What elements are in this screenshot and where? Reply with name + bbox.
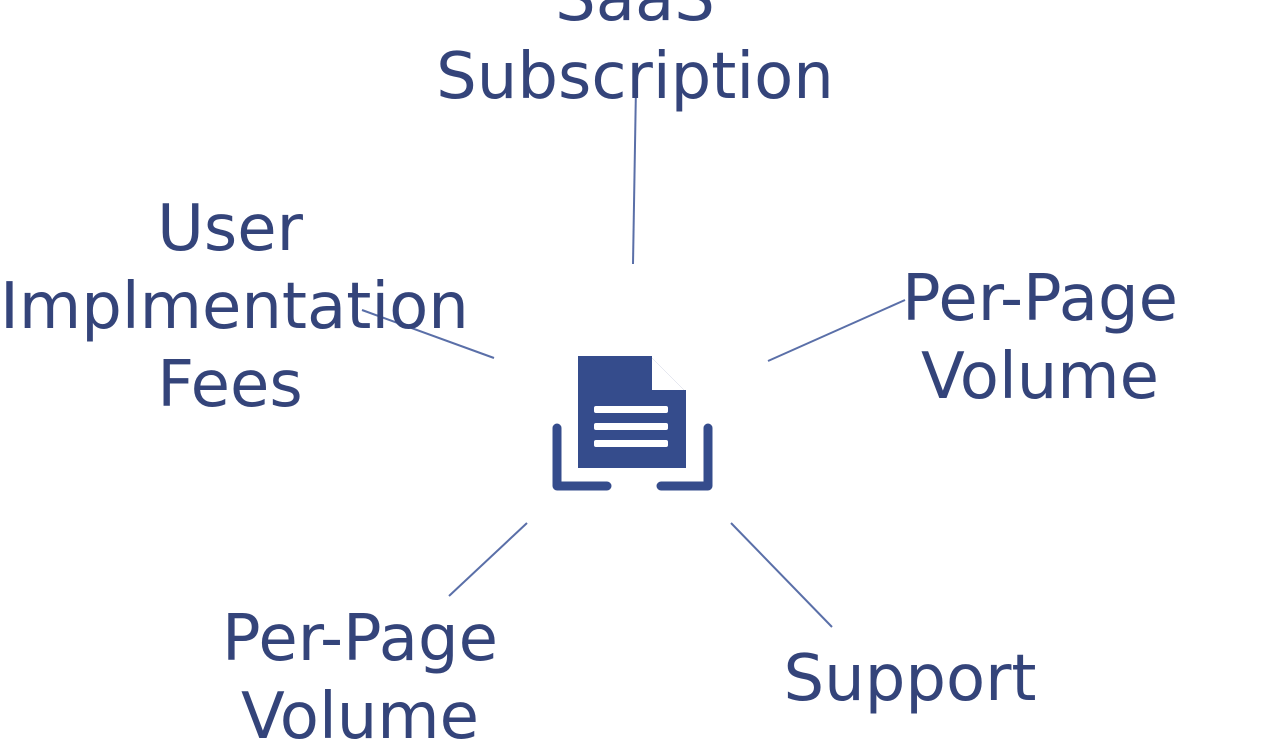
node-user-line-1: User bbox=[157, 192, 303, 266]
node-ppv-right-line-2: Volume bbox=[920, 340, 1160, 415]
node-per-page-volume-left: Per-Page Volume bbox=[200, 600, 520, 756]
node-user-line-3: Fees bbox=[157, 348, 303, 423]
node-saas-subscription: SaaS Subscription bbox=[410, 0, 860, 116]
connector-saas bbox=[632, 85, 637, 265]
node-ppv-left-line-2: Volume bbox=[240, 680, 480, 755]
node-support-line-1: Support bbox=[783, 642, 1037, 716]
connector-user-impl bbox=[361, 309, 495, 359]
node-ppv-right-line-1: Per-Page bbox=[902, 262, 1178, 336]
connector-support bbox=[730, 522, 833, 628]
node-per-page-volume-right: Per-Page Volume bbox=[880, 260, 1200, 416]
node-ppv-left-line-1: Per-Page bbox=[222, 602, 498, 676]
document-tray-icon bbox=[552, 356, 713, 491]
diagram-canvas: SaaS Subscription User Implmentation Fee… bbox=[0, 0, 1200, 754]
node-support: Support bbox=[770, 640, 1050, 718]
connector-lines bbox=[361, 85, 906, 628]
connector-per-page-left bbox=[448, 522, 528, 597]
node-user-line-2: Implmentation bbox=[0, 270, 469, 345]
connector-per-page-right bbox=[767, 299, 906, 362]
node-saas-line-1: SaaS bbox=[410, 0, 860, 38]
node-user-implementation-fees: User Implmentation Fees bbox=[0, 190, 469, 424]
node-saas-line-2: Subscription bbox=[436, 40, 834, 115]
